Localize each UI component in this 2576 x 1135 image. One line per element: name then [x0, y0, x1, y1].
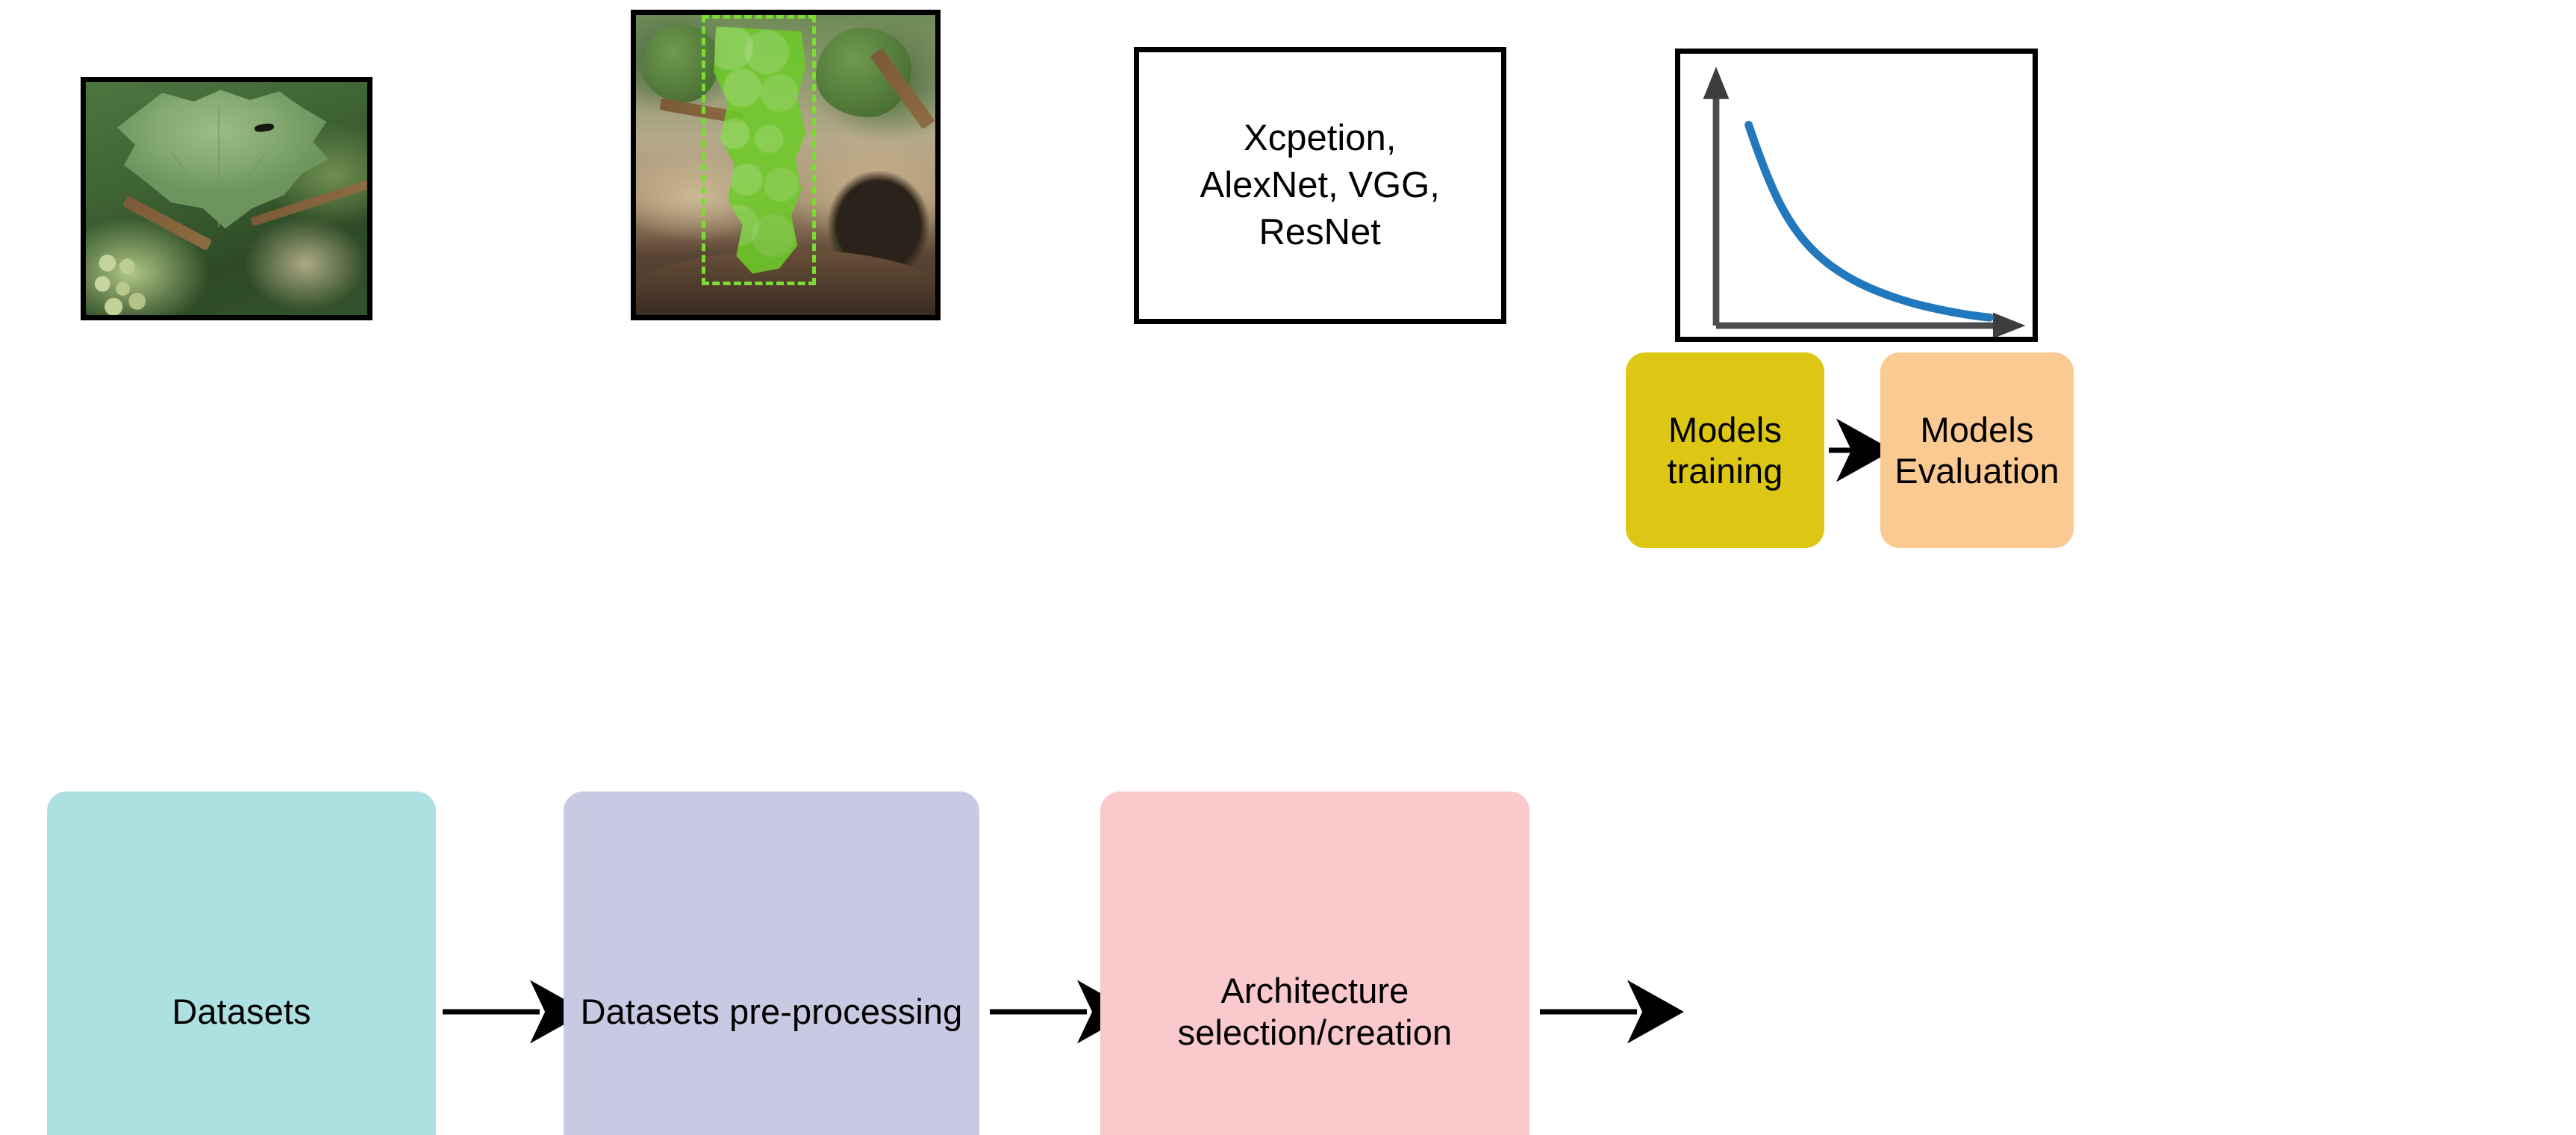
model-architectures-text: Xcpetion, AlexNet, VGG, ResNet	[1200, 115, 1440, 255]
stage-label-architecture-selection: Architecture selection/creation	[1177, 971, 1453, 1052]
model-architectures-card: Xcpetion, AlexNet, VGG, ResNet	[1133, 46, 1506, 324]
stage-label-datasets: Datasets	[172, 992, 311, 1032]
grape-bunch	[88, 245, 151, 316]
stage-label-models-training: Models training	[1667, 409, 1783, 491]
model-line-1: Xcpetion,	[1244, 118, 1397, 159]
stage-box-architecture-selection[interactable]: Architecture selection/creation	[1100, 792, 1530, 1135]
stage-box-datasets-preprocessing[interactable]: Datasets pre-processing	[563, 792, 980, 1135]
annotated-grape-cluster-photo-content	[635, 15, 936, 316]
x-axis-arrowhead	[1993, 312, 2027, 338]
loss-curve	[1744, 121, 1995, 322]
annotated-grape-cluster-photo	[630, 10, 941, 321]
stage-box-models-training[interactable]: Models training	[1626, 352, 1824, 548]
model-line-3: ResNet	[1259, 211, 1381, 252]
stage-label-models-evaluation: Models Evaluation	[1894, 409, 2059, 491]
stage-box-models-evaluation[interactable]: Models Evaluation	[1880, 352, 2074, 548]
training-loss-plot	[1675, 49, 2038, 343]
stage-box-datasets[interactable]: Datasets	[46, 792, 437, 1135]
arrow-architecture-to-training	[1539, 961, 1684, 1062]
grape-leaf-photo	[80, 77, 372, 321]
grape-leaf-photo-content	[85, 82, 367, 316]
vine-leaf	[641, 24, 720, 102]
arrow-training-to-evaluation	[1829, 418, 1927, 482]
bounding-box	[702, 15, 816, 285]
stage-label-datasets-preprocessing: Datasets pre-processing	[580, 992, 963, 1032]
leaf-vein	[217, 105, 219, 227]
model-line-2: AlexNet, VGG,	[1200, 164, 1440, 205]
y-axis-arrowhead	[1703, 66, 1730, 99]
